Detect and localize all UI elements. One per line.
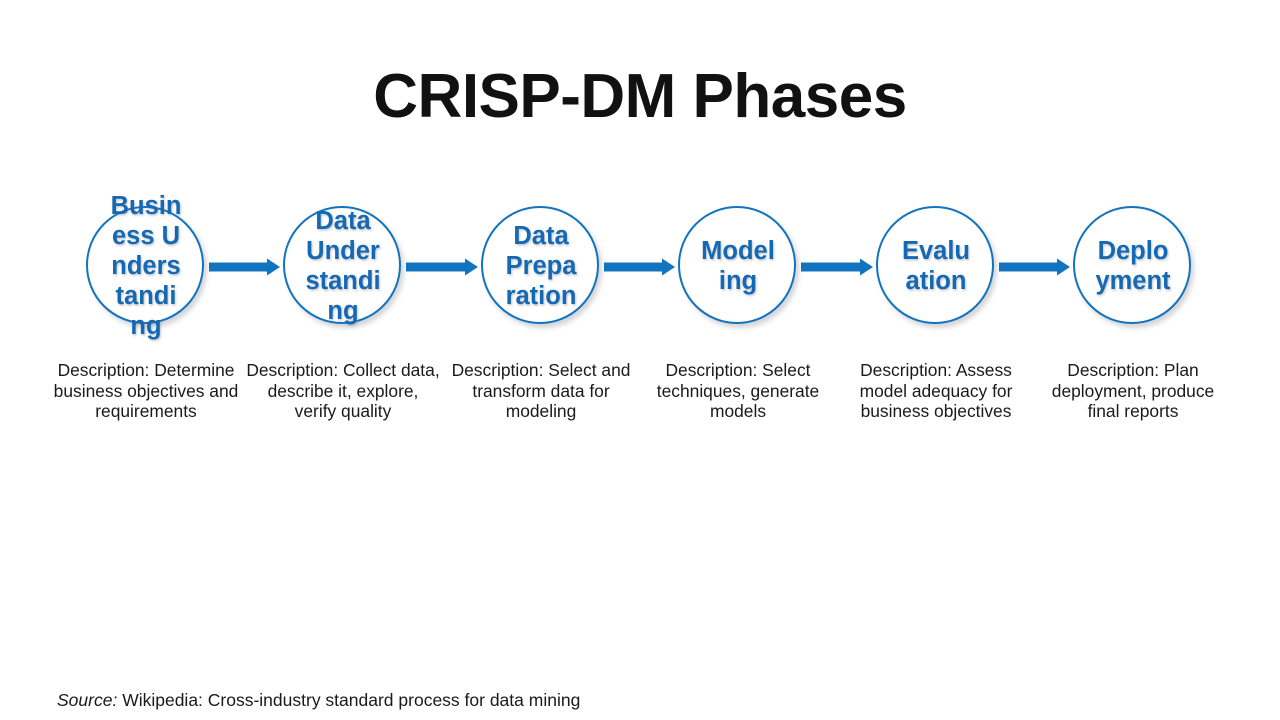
phase-description: Description: Determine business objectiv…	[53, 360, 239, 422]
phase-node[interactable]: Data Preparation	[481, 196, 601, 336]
source-label: Source:	[57, 690, 118, 710]
phase-node[interactable]: Business Understanding	[86, 192, 206, 340]
phase-description: Description: Collect data, describe it, …	[246, 360, 440, 422]
right-arrow-icon	[209, 256, 280, 278]
phase-node[interactable]: Evaluation	[876, 196, 996, 336]
phase-description: Description: Select and transform data f…	[451, 360, 631, 422]
crisp-dm-process-flow: Business Understanding Data Understanding…	[0, 192, 1280, 346]
right-arrow-icon	[801, 256, 873, 278]
right-arrow-icon	[406, 256, 478, 278]
phase-node[interactable]: Modeling	[678, 196, 798, 336]
phase-description: Description: Assess model adequacy for b…	[859, 360, 1013, 422]
phase-node[interactable]: Deployment	[1073, 196, 1193, 336]
phase-description: Description: Select techniques, generate…	[656, 360, 820, 422]
source-text: Wikipedia: Cross-industry standard proce…	[122, 690, 581, 710]
right-arrow-icon	[999, 256, 1070, 278]
phase-circle	[678, 206, 796, 324]
phase-node[interactable]: Data Understanding	[283, 196, 403, 336]
phase-circle	[481, 206, 599, 324]
phase-circle	[86, 206, 204, 324]
phase-circle	[283, 206, 401, 324]
phase-circle	[1073, 206, 1191, 324]
right-arrow-icon	[604, 256, 675, 278]
phase-circle	[876, 206, 994, 324]
phase-description: Description: Plan deployment, produce fi…	[1051, 360, 1215, 422]
source-footnote: Source: Wikipedia: Cross-industry standa…	[57, 690, 580, 711]
page-title: CRISP-DM Phases	[373, 62, 907, 131]
